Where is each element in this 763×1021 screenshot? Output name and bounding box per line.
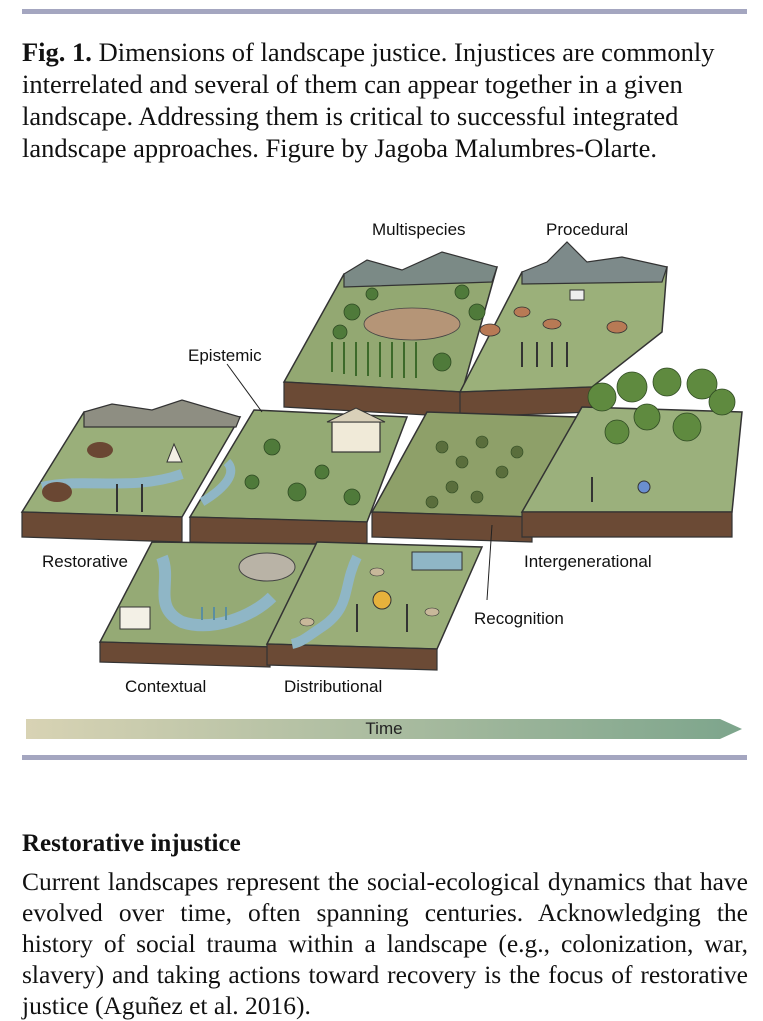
label-epistemic: Epistemic [188,346,262,365]
time-label: Time [365,719,403,738]
section-body: Current landscapes represent the social-… [22,867,748,1020]
block-restorative [20,399,242,543]
time-arrow-shape [26,719,742,739]
figure-caption: Fig. 1. Dimensions of landscape justice.… [22,36,750,164]
label-distributional: Distributional [284,677,383,696]
block-epistemic [188,407,409,548]
section-heading: Restorative injustice [22,830,241,857]
landscape-illustration [20,241,743,671]
block-procedural [458,241,668,418]
caption-text: Dimensions of landscape justice. Injusti… [22,37,715,163]
block-recognition [370,411,579,543]
label-multispecies: Multispecies [372,220,466,239]
bottom-rule [22,755,747,760]
block-intergenerational [520,367,743,538]
label-procedural: Procedural [546,220,629,239]
label-recognition: Recognition [474,609,564,628]
landscape-figure: Multispecies Procedural Epistemic Restor… [20,212,747,747]
label-intergenerational: Intergenerational [524,552,652,571]
time-arrow: Time [26,715,742,743]
label-restorative: Restorative [42,552,128,571]
label-contextual: Contextual [125,677,207,696]
block-distributional [265,541,484,671]
block-multispecies [282,251,499,418]
label-leader-lines [226,363,493,601]
top-rule [22,9,747,14]
caption-label: Fig. 1. [22,37,92,67]
